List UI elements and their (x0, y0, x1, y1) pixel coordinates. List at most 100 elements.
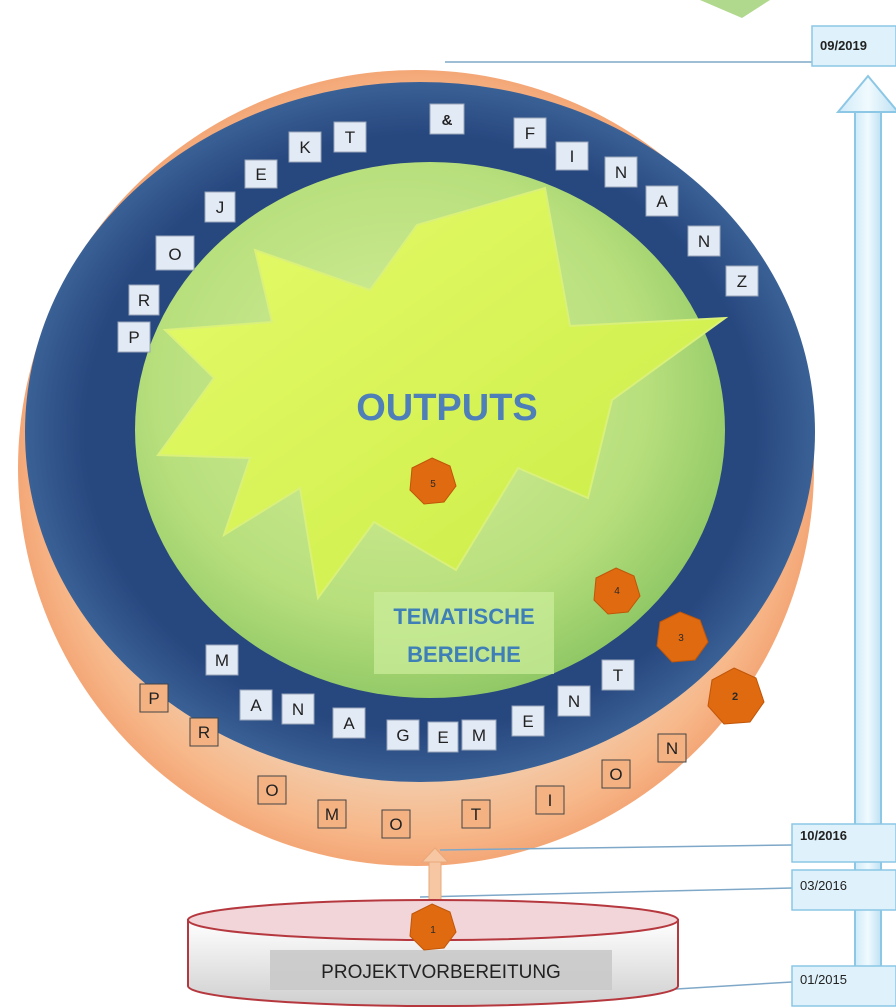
letter: O (389, 815, 402, 834)
letter-tile (333, 121, 367, 153)
letter-tile (645, 185, 679, 217)
letter-tile (601, 659, 635, 691)
letter: N (615, 163, 627, 182)
marker-label: 3 (678, 633, 684, 644)
letter-tile (189, 717, 219, 747)
thematic-label-2: BEREICHE (407, 642, 521, 667)
marker-1: 1 (409, 903, 457, 951)
date-box-low: 03/2016 (791, 869, 896, 911)
date-top-text: 09/2019 (820, 38, 867, 53)
base-label: PROJEKTVORBEREITUNG (321, 962, 561, 983)
connector-low (419, 887, 793, 898)
letter: O (168, 245, 181, 264)
letter-tile (687, 225, 721, 257)
letter-tile (288, 131, 322, 163)
letter-tile (128, 284, 160, 316)
letter: J (216, 198, 225, 217)
letter-tile (204, 191, 236, 223)
letter: E (255, 165, 266, 184)
connector-mid (439, 844, 793, 851)
marker-shape (409, 903, 457, 951)
marker-label: 4 (614, 586, 620, 597)
letter: R (198, 723, 210, 742)
letter: A (656, 192, 668, 211)
promotion-letters: P R O M O T I O N (139, 683, 687, 839)
letter-tile (513, 117, 547, 149)
letter-tile (725, 265, 759, 297)
corner-decoration (700, 0, 770, 18)
marker-label: 1 (430, 925, 436, 936)
letter: N (568, 692, 580, 711)
letter: E (522, 712, 533, 731)
outputs-label: OUTPUTS (356, 387, 538, 429)
letter: K (299, 138, 311, 157)
marker-label: 2 (732, 691, 738, 703)
management-letters: M A N A G E M E N T (205, 644, 635, 753)
letter: R (138, 291, 150, 310)
letter: M (325, 805, 339, 824)
letter-tile (155, 235, 195, 271)
letter: M (215, 651, 229, 670)
letter: A (343, 714, 355, 733)
date-low-text: 03/2016 (800, 878, 847, 893)
letter: T (613, 666, 623, 685)
letter: & (442, 112, 453, 129)
marker-5: 5 (409, 457, 457, 505)
letter: T (345, 128, 355, 147)
letter-tile (535, 785, 565, 815)
letter-tile (244, 159, 278, 189)
letter: N (666, 739, 678, 758)
letter-tile (139, 683, 169, 713)
letter: N (698, 232, 710, 251)
letter-tile (429, 103, 465, 135)
letter-tile (117, 321, 151, 353)
letter: O (609, 765, 622, 784)
letter: M (472, 726, 486, 745)
letter: I (548, 791, 553, 810)
letter-tile (461, 799, 491, 829)
letter-tile (381, 809, 411, 839)
marker-shape (593, 567, 641, 615)
letter-tile (257, 775, 287, 805)
letter-tile (557, 685, 591, 717)
letter-tile (657, 733, 687, 763)
marker-shape (409, 457, 457, 505)
marker-2: 2 (707, 667, 765, 725)
letter-tile (604, 156, 638, 188)
letter-tile (511, 705, 545, 737)
letter-tile (601, 759, 631, 789)
outputs-star (156, 186, 729, 601)
letter: F (525, 124, 535, 143)
small-up-arrow (420, 847, 450, 909)
letter-tile (555, 141, 589, 171)
thematic-label-1: TEMATISCHE (393, 604, 534, 629)
letter: N (292, 700, 304, 719)
letter-tile (239, 689, 273, 721)
marker-shape (707, 667, 765, 725)
date-bottom-text: 01/2015 (800, 972, 847, 987)
date-box-bottom: 01/2015 (791, 965, 896, 1007)
letter: P (148, 689, 159, 708)
letter-tile (332, 707, 366, 739)
date-box-mid: 10/2016 (791, 823, 896, 863)
marker-4: 4 (593, 567, 641, 615)
letter: O (265, 781, 278, 800)
date-mid-text: 10/2016 (800, 828, 847, 843)
letter: A (250, 696, 262, 715)
letter: G (396, 726, 409, 745)
letter-tile (205, 644, 239, 676)
letter: Z (737, 272, 747, 291)
letter: T (471, 805, 481, 824)
letter-tile (427, 721, 459, 753)
letter-tile (461, 719, 497, 751)
letter: E (437, 728, 448, 747)
letter: P (128, 328, 139, 347)
letter-tile (317, 799, 347, 829)
letter-tile (281, 693, 315, 725)
marker-3: 3 (656, 611, 709, 663)
date-box-top: 09/2019 (811, 25, 896, 67)
projekt-finanz-letters: P R O J E K T & F I N A N Z (117, 103, 759, 353)
marker-label: 5 (430, 479, 436, 490)
